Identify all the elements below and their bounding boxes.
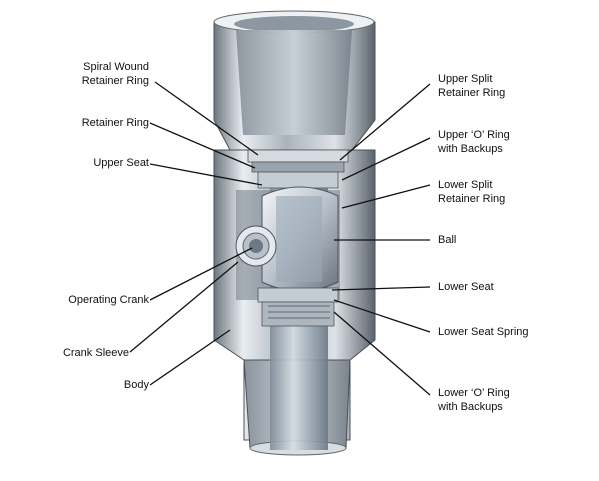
leader-body xyxy=(149,329,231,386)
label-lower-split-retainer-ring: Lower Split Retainer Ring xyxy=(438,179,506,205)
label-upper-o-ring-with-backups: Upper ‘O’ Ring with Backups xyxy=(438,129,510,155)
leader-spiral-wound-retainer-ring xyxy=(154,81,259,156)
label-body: Body xyxy=(123,379,149,391)
operating-crank xyxy=(235,225,277,267)
label-retainer-ring: Retainer Ring xyxy=(81,117,149,129)
label-upper-split-retainer-ring: Upper Split Retainer Ring xyxy=(438,73,506,99)
lower-seat-assembly xyxy=(257,287,339,327)
leader-lower-split-retainer-ring xyxy=(341,184,431,209)
leader-lines xyxy=(129,81,431,396)
label-lower-seat: Lower Seat xyxy=(438,281,494,293)
label-spiral-wound-retainer-ring: Spiral Wound Retainer Ring xyxy=(81,61,149,87)
label-operating-crank: Operating Crank xyxy=(68,294,149,306)
leader-upper-seat xyxy=(149,163,263,186)
leader-crank-sleeve xyxy=(129,261,239,353)
label-lower-o-ring-with-backups: Lower ‘O’ Ring with Backups xyxy=(438,387,510,413)
label-upper-seat: Upper Seat xyxy=(93,157,149,169)
leader-lower-seat-spring xyxy=(333,299,431,333)
leader-lower-seat xyxy=(331,286,431,291)
label-crank-sleeve: Crank Sleeve xyxy=(62,347,129,359)
leader-upper-o-ring xyxy=(341,137,431,181)
label-ball: Ball xyxy=(438,234,457,246)
leader-operating-crank xyxy=(149,247,253,301)
leader-lower-o-ring xyxy=(333,311,431,396)
upper-seat-assembly xyxy=(247,149,349,189)
leader-upper-split-retainer-ring xyxy=(339,83,431,161)
label-lower-seat-spring: Lower Seat Spring xyxy=(438,326,529,338)
leader-retainer-ring xyxy=(149,122,256,169)
ball xyxy=(261,186,339,292)
